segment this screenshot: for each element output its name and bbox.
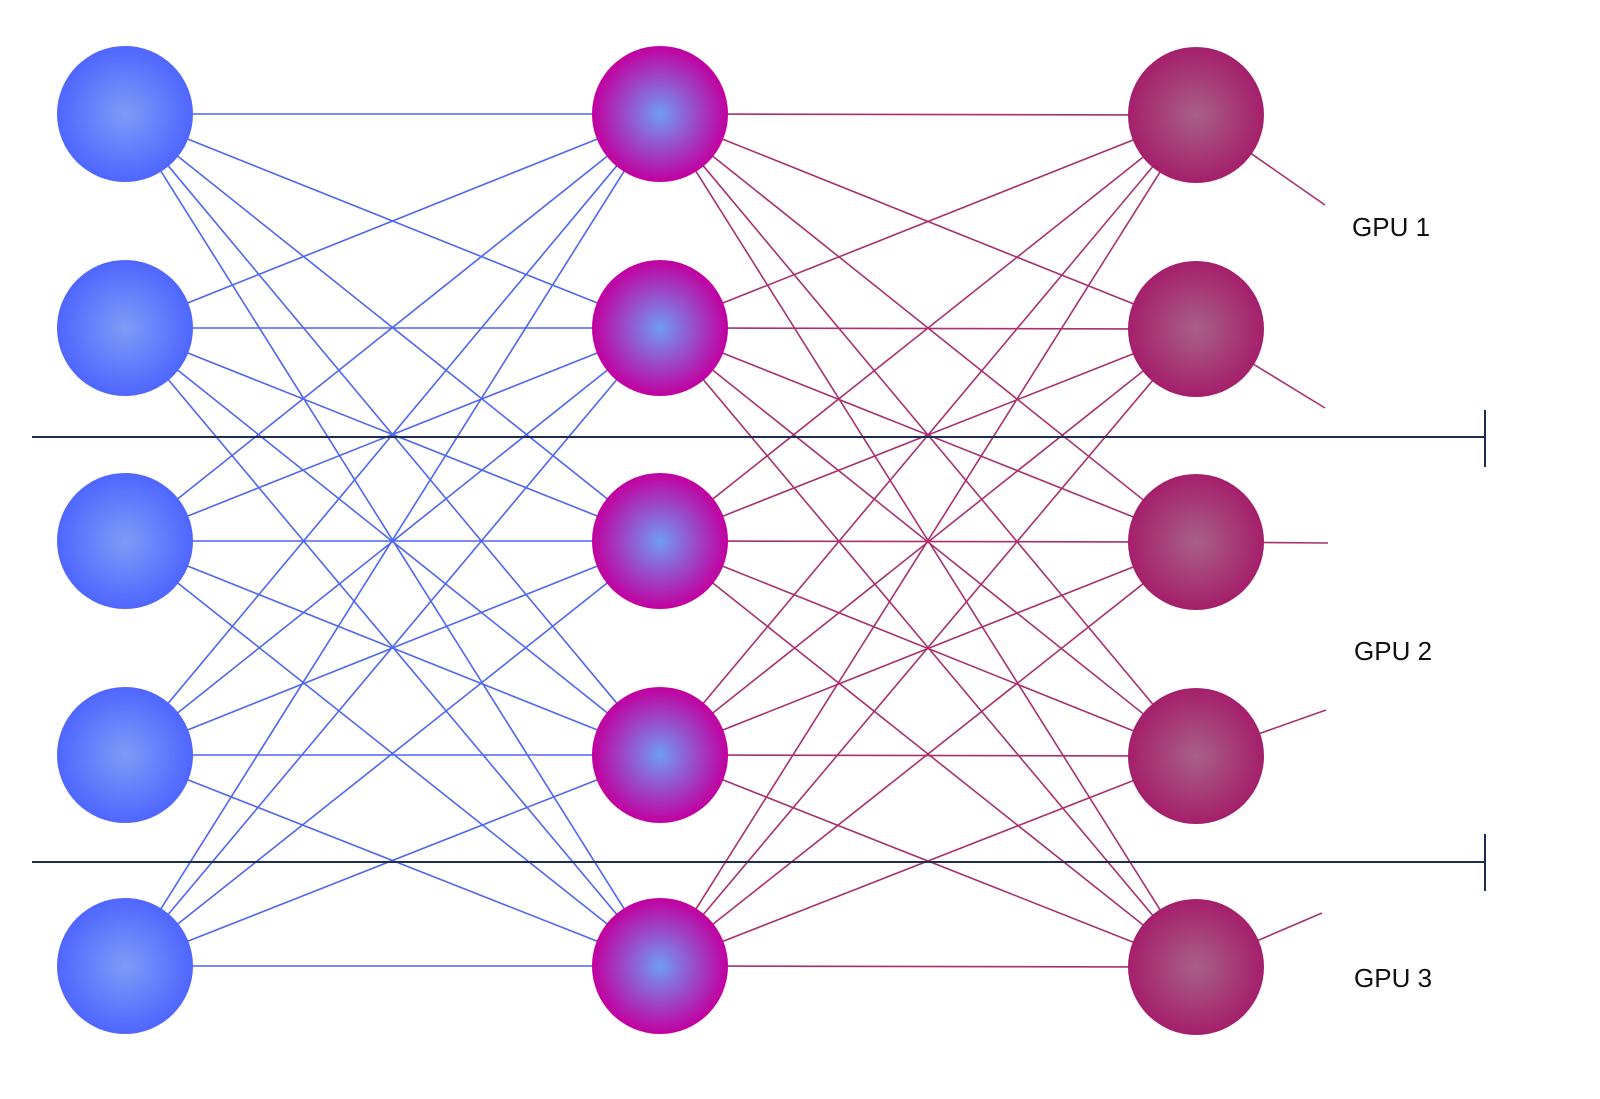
hidden-layer-neuron-4 <box>592 687 728 823</box>
connection-line <box>176 154 609 501</box>
connection-line <box>176 581 609 926</box>
connection-line <box>711 155 1145 501</box>
output-line <box>1261 541 1329 544</box>
connection-line <box>694 170 1162 911</box>
output-layer-neuron-5 <box>1128 899 1264 1035</box>
connections-layer1-to-layer2 <box>159 113 626 967</box>
input-layer-neuron-4 <box>57 687 193 823</box>
hidden-layer-neuron-5 <box>592 898 728 1034</box>
connection-line <box>725 754 1131 757</box>
connections-layer2-to-layer3 <box>694 113 1162 968</box>
connection-line <box>166 164 619 705</box>
connection-line <box>186 778 599 943</box>
connection-line <box>701 378 1155 917</box>
output-layer-neuron-1 <box>1128 47 1264 183</box>
output-line <box>1256 912 1323 942</box>
output-line <box>1249 152 1326 206</box>
input-layer-neuron-3 <box>57 473 193 609</box>
hidden-layer-neuron-3 <box>592 473 728 609</box>
input-layer-neuron-1 <box>57 46 193 182</box>
connection-line <box>701 165 1155 705</box>
gpu-1-label: GPU 1 <box>1352 212 1430 242</box>
hidden-layer-neuron-2 <box>592 260 728 396</box>
connection-line <box>159 169 626 911</box>
gpu-3-label: GPU 3 <box>1354 963 1432 993</box>
output-layer-neuron-2 <box>1128 261 1264 397</box>
connection-line <box>725 965 1131 968</box>
output-connections <box>1249 152 1329 942</box>
hidden-layer-neuron-1 <box>592 46 728 182</box>
output-line <box>1251 362 1326 409</box>
connection-line <box>166 378 619 916</box>
input-layer-neuron-5 <box>57 898 193 1034</box>
connection-line <box>721 138 1135 305</box>
output-layer-neuron-3 <box>1128 474 1264 610</box>
neurons <box>57 46 1264 1035</box>
gpu-2-label: GPU 2 <box>1354 636 1432 666</box>
connection-line <box>725 113 1131 116</box>
connection-line <box>711 582 1145 926</box>
output-layer-neuron-4 <box>1128 688 1264 824</box>
gpu-partition-separators <box>32 410 1486 891</box>
output-line <box>1257 709 1327 735</box>
input-layer-neuron-2 <box>57 260 193 396</box>
connection-line <box>186 137 599 305</box>
